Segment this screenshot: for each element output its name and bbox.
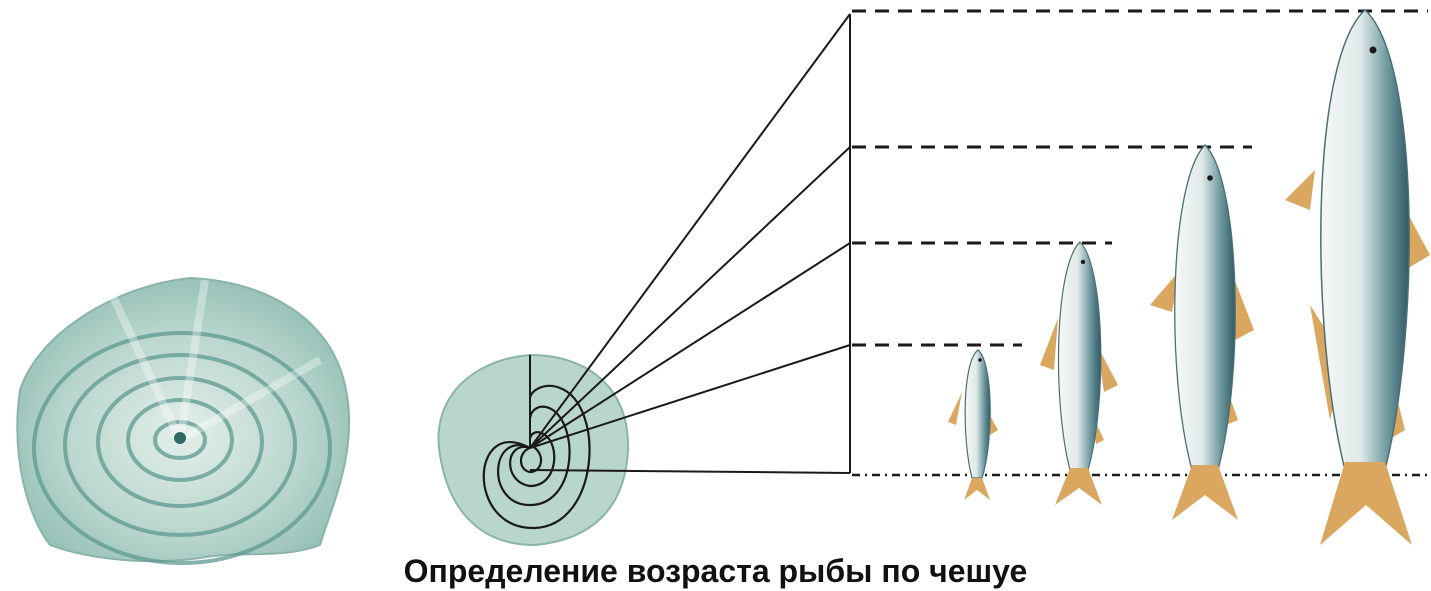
fish-age-2	[1040, 242, 1118, 505]
figure-caption: Определение возраста рыбы по чешуе	[0, 551, 1431, 591]
projection-lines	[530, 14, 850, 473]
fish-age-4	[1285, 10, 1430, 545]
fish-age-3	[1150, 145, 1254, 520]
large-scale-illustration	[17, 278, 349, 563]
fish-age-1	[948, 350, 998, 500]
